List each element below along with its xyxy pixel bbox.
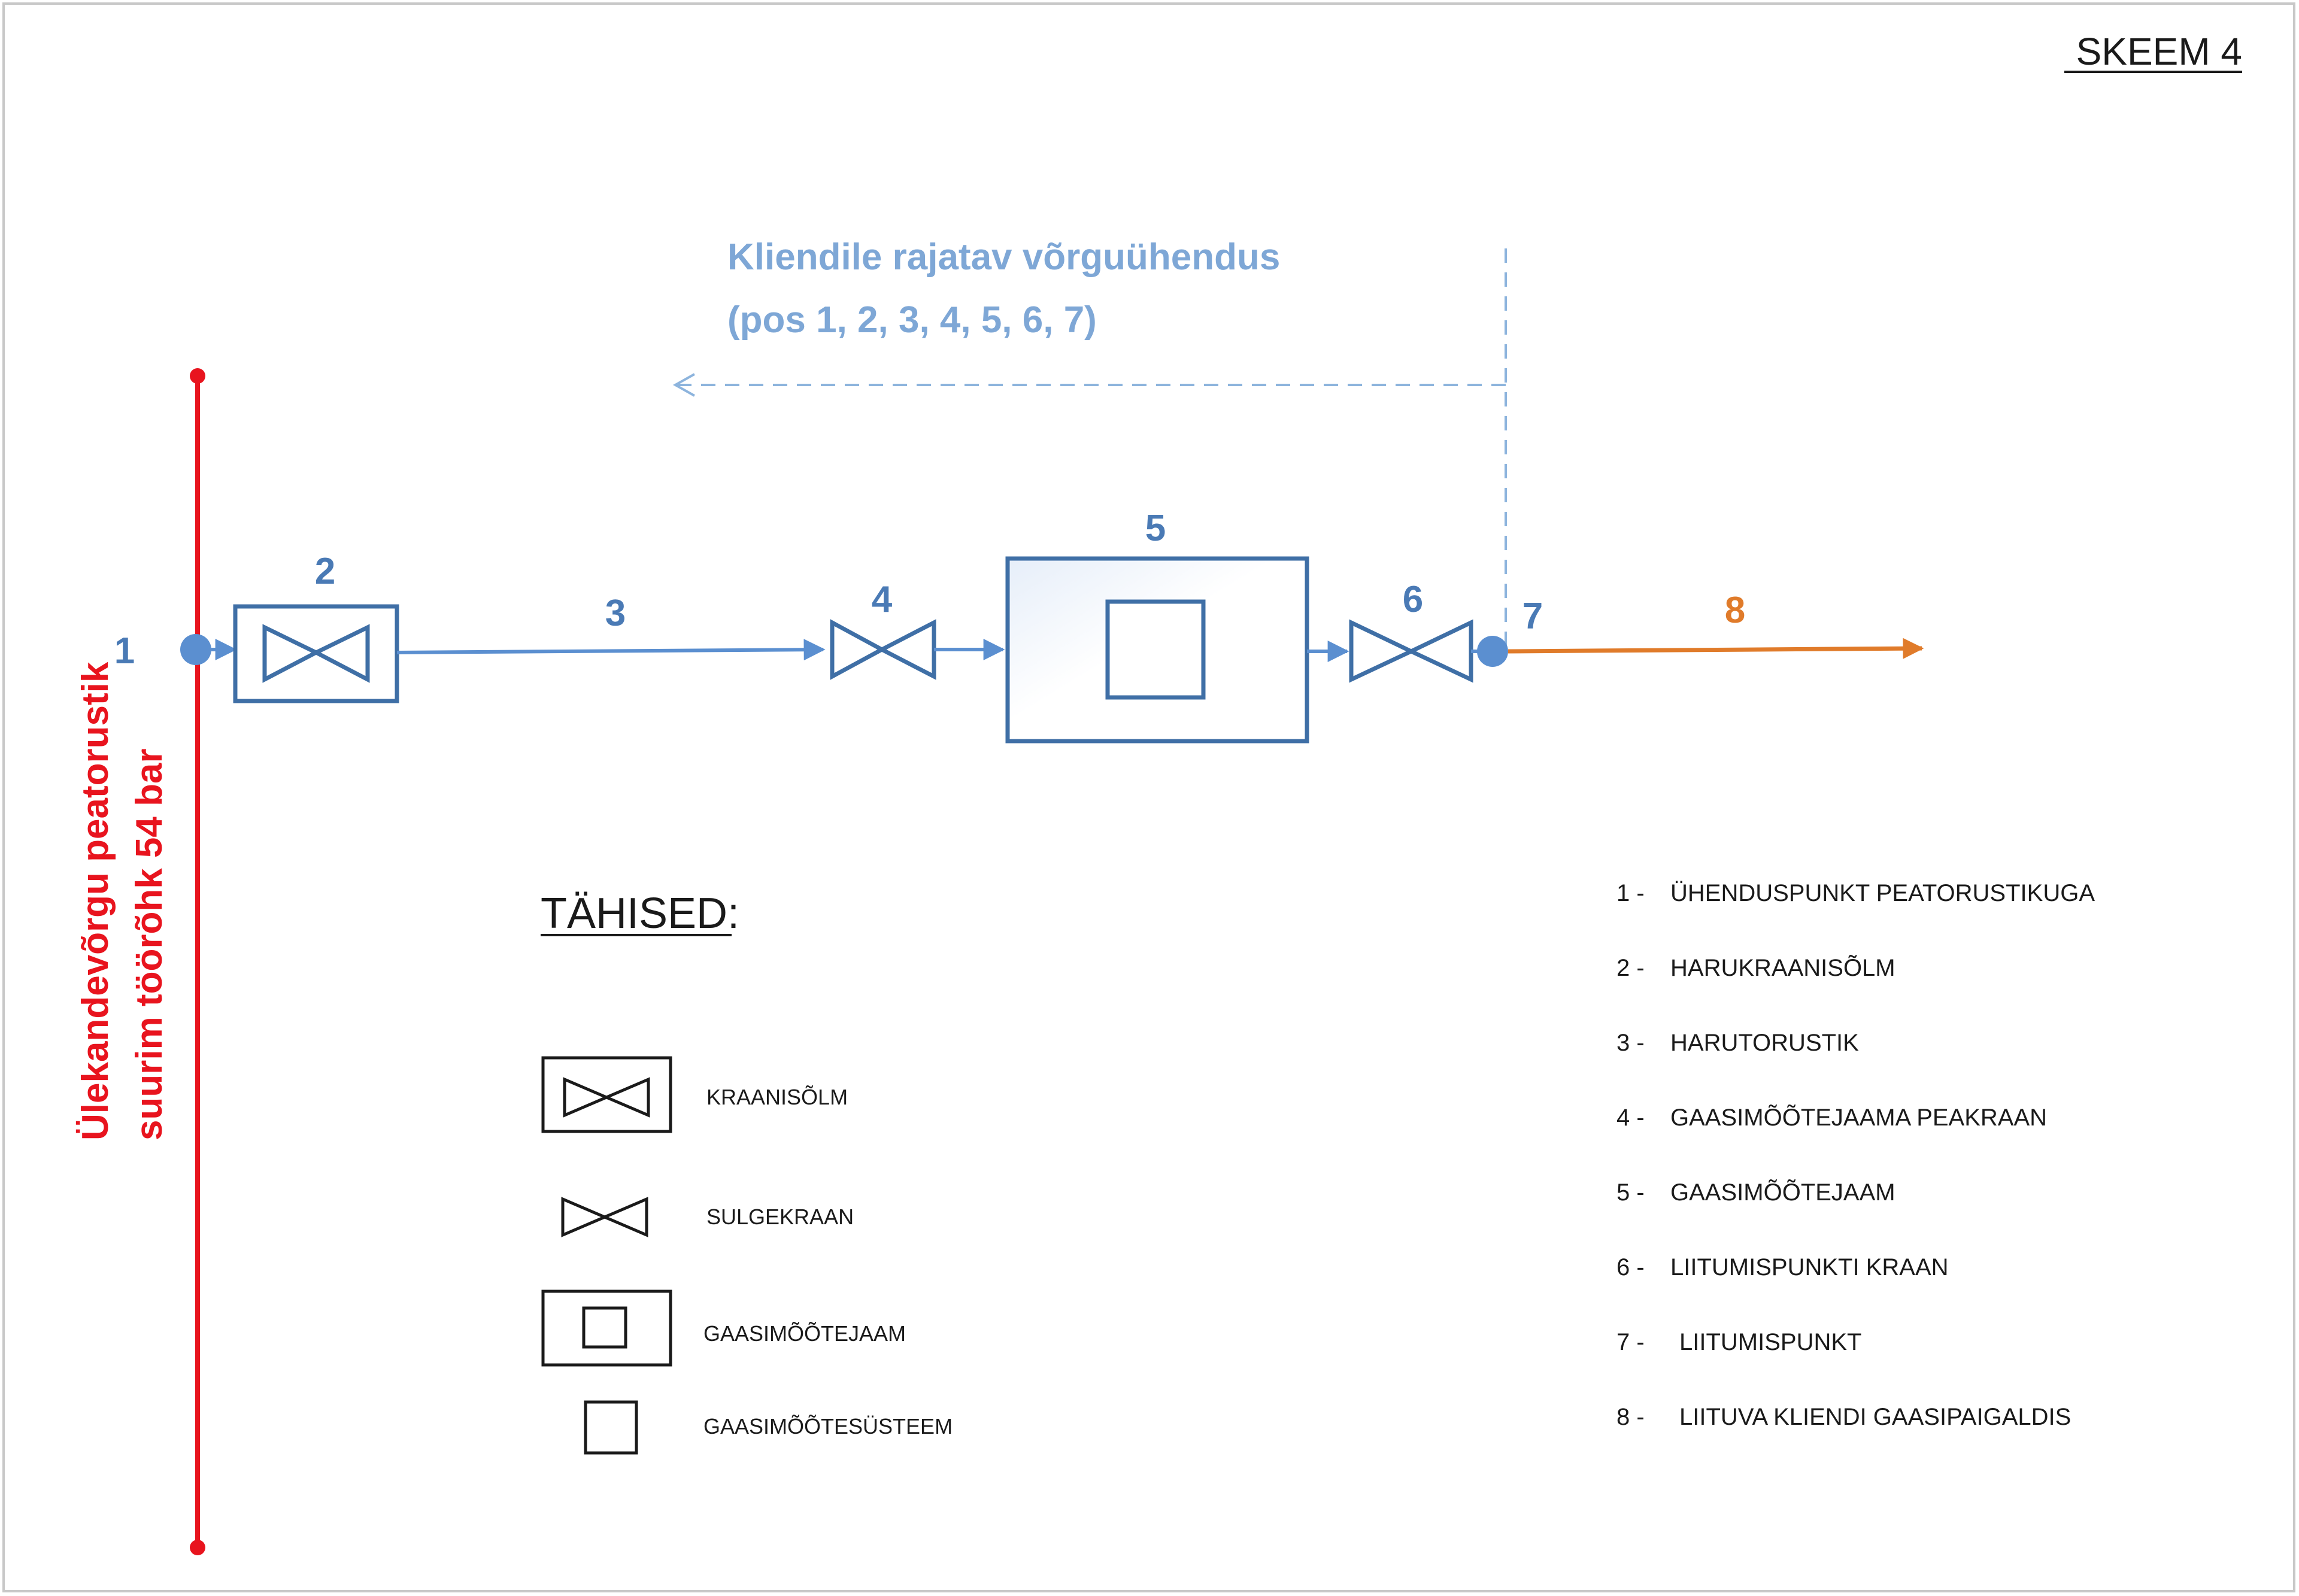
branch-pipeline-3 bbox=[396, 639, 826, 661]
metering-station-5 bbox=[1005, 556, 1309, 744]
list-label: HARUKRAANISÕLM bbox=[1670, 954, 1895, 981]
legend-label-metering-system: GAASIMÕÕTESÜSTEEM bbox=[703, 1414, 953, 1439]
diagram-title: SKEEM 4 bbox=[2076, 30, 2242, 73]
position-number-3: 3 bbox=[605, 593, 626, 634]
shutoff-valve-4 bbox=[830, 619, 936, 680]
position-number-5: 5 bbox=[1145, 508, 1166, 549]
connection-label-line-1: Kliendile rajatav võrguühendus bbox=[727, 236, 1280, 278]
main-pipeline-label-line-1: Ülekandevõrgu peatorustik bbox=[75, 662, 116, 1140]
connection-point-1 bbox=[180, 634, 211, 665]
legend-label-valve-node: KRAANISÕLM bbox=[706, 1085, 848, 1109]
list-label: LIITUVA KLIENDI GAASIPAIGALDIS bbox=[1679, 1404, 2071, 1430]
connection-scope-arrowhead bbox=[672, 373, 695, 397]
position-number-1: 1 bbox=[114, 630, 135, 672]
list-number: 2 - bbox=[1616, 955, 1645, 981]
connection-label-line-2: (pos 1, 2, 3, 4, 5, 6, 7) bbox=[727, 299, 1097, 341]
position-number-2: 2 bbox=[315, 551, 335, 592]
connection-point-7 bbox=[1477, 636, 1508, 667]
valve-node-2 bbox=[233, 604, 399, 703]
position-number-7: 7 bbox=[1522, 596, 1543, 637]
legend-label-shutoff-valve: SULGEKRAAN bbox=[706, 1204, 854, 1229]
list-number: 8 - bbox=[1616, 1404, 1645, 1430]
list-number: 6 - bbox=[1616, 1254, 1645, 1281]
shutoff-valve-6 bbox=[1349, 619, 1473, 683]
list-label: LIITUMISPUNKT bbox=[1679, 1329, 1861, 1355]
position-number-6: 6 bbox=[1403, 579, 1423, 620]
list-number: 1 - bbox=[1616, 880, 1645, 906]
list-label: GAASIMÕÕTEJAAM bbox=[1670, 1179, 1895, 1206]
position-number-4: 4 bbox=[872, 579, 893, 620]
list-label: HARUTORUSTIK bbox=[1670, 1030, 1859, 1056]
list-number: 4 - bbox=[1616, 1105, 1645, 1131]
list-label: GAASIMÕÕTEJAAMA PEAKRAAN bbox=[1670, 1104, 2047, 1131]
pipeline-end-bottom bbox=[190, 1540, 205, 1555]
valve-node-icon bbox=[541, 1056, 672, 1133]
metering-station-icon bbox=[541, 1289, 672, 1367]
legend-label-metering-station: GAASIMÕÕTEJAAM bbox=[703, 1321, 906, 1346]
list-label: ÜHENDUSPUNKT PEATORUSTIKUGA bbox=[1670, 880, 2095, 906]
list-label: LIITUMISPUNKTI KRAAN bbox=[1670, 1254, 1949, 1281]
shutoff-valve-icon bbox=[561, 1197, 648, 1237]
list-number: 7 - bbox=[1616, 1329, 1645, 1355]
list-number: 3 - bbox=[1616, 1030, 1645, 1056]
position-number-8: 8 bbox=[1725, 590, 1745, 631]
legend-title: TÄHISED: bbox=[541, 890, 739, 937]
pipeline-end-top bbox=[190, 368, 205, 384]
customer-pipeline-8 bbox=[1508, 638, 1924, 659]
metering-system-icon bbox=[584, 1400, 638, 1455]
main-pipeline-label-line-2: suurim töörõhk 54 bar bbox=[129, 748, 170, 1140]
list-number: 5 - bbox=[1616, 1179, 1645, 1206]
